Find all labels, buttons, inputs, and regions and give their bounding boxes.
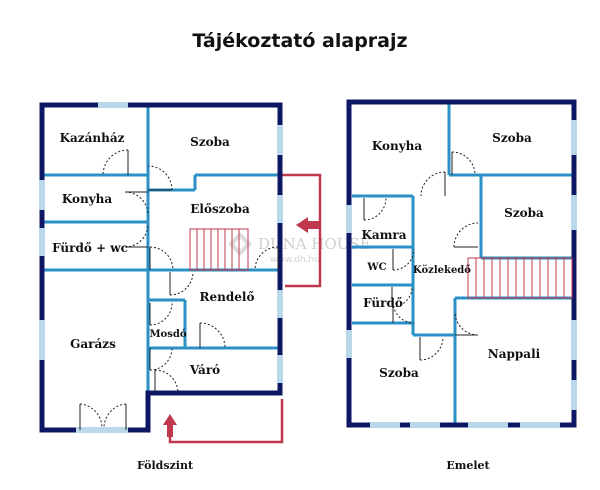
watermark-brand: DUNA HOUSE	[258, 235, 371, 253]
room-label: Előszoba	[190, 202, 250, 216]
door-swings	[79, 149, 279, 430]
staircase	[467, 257, 573, 299]
ground-floor-plan: Kazánház Szoba Konyha Előszoba Fürdő + w…	[39, 102, 322, 472]
room-label: Közlekedő	[413, 265, 471, 276]
room-label: Mosdó	[149, 329, 186, 340]
room-label: Rendelő	[200, 290, 255, 304]
floor-label-ground: Földszint	[137, 459, 194, 472]
windows	[346, 120, 577, 428]
room-label: Nappali	[488, 347, 541, 361]
room-label: Szoba	[190, 135, 230, 149]
room-label: WC	[366, 262, 386, 273]
room-label: Kamra	[362, 228, 407, 242]
room-label: Konyha	[62, 192, 113, 206]
duna-house-logo-icon	[228, 232, 252, 256]
watermark-url: www.dh.hu	[270, 255, 320, 265]
staircase	[189, 228, 249, 271]
room-label: Garázs	[70, 337, 116, 351]
room-label: Szoba	[492, 131, 532, 145]
upper-floor-plan: Konyha Szoba Szoba Kamra WC Közlekedő Fü…	[346, 99, 577, 472]
room-label: Kazánház	[60, 131, 125, 145]
windows	[39, 102, 283, 433]
plan-title: Tájékoztató alaprajz	[192, 30, 408, 52]
outer-walls	[346, 99, 577, 428]
room-label: Váró	[189, 363, 220, 377]
room-label: Fürdő	[363, 296, 403, 310]
outer-walls	[39, 102, 283, 433]
room-label: Szoba	[504, 206, 544, 220]
watermark: DUNA HOUSE www.dh.hu	[228, 232, 371, 265]
floor-label-upper: Emelet	[446, 459, 490, 472]
inner-walls	[42, 105, 280, 430]
entrance-arrow-icon	[163, 414, 177, 437]
room-label: Fürdő + wc	[52, 241, 128, 255]
room-label: Szoba	[379, 366, 419, 380]
door-swings	[363, 151, 479, 361]
entrance-arrow-icon	[296, 217, 320, 233]
room-label: Konyha	[372, 139, 423, 153]
